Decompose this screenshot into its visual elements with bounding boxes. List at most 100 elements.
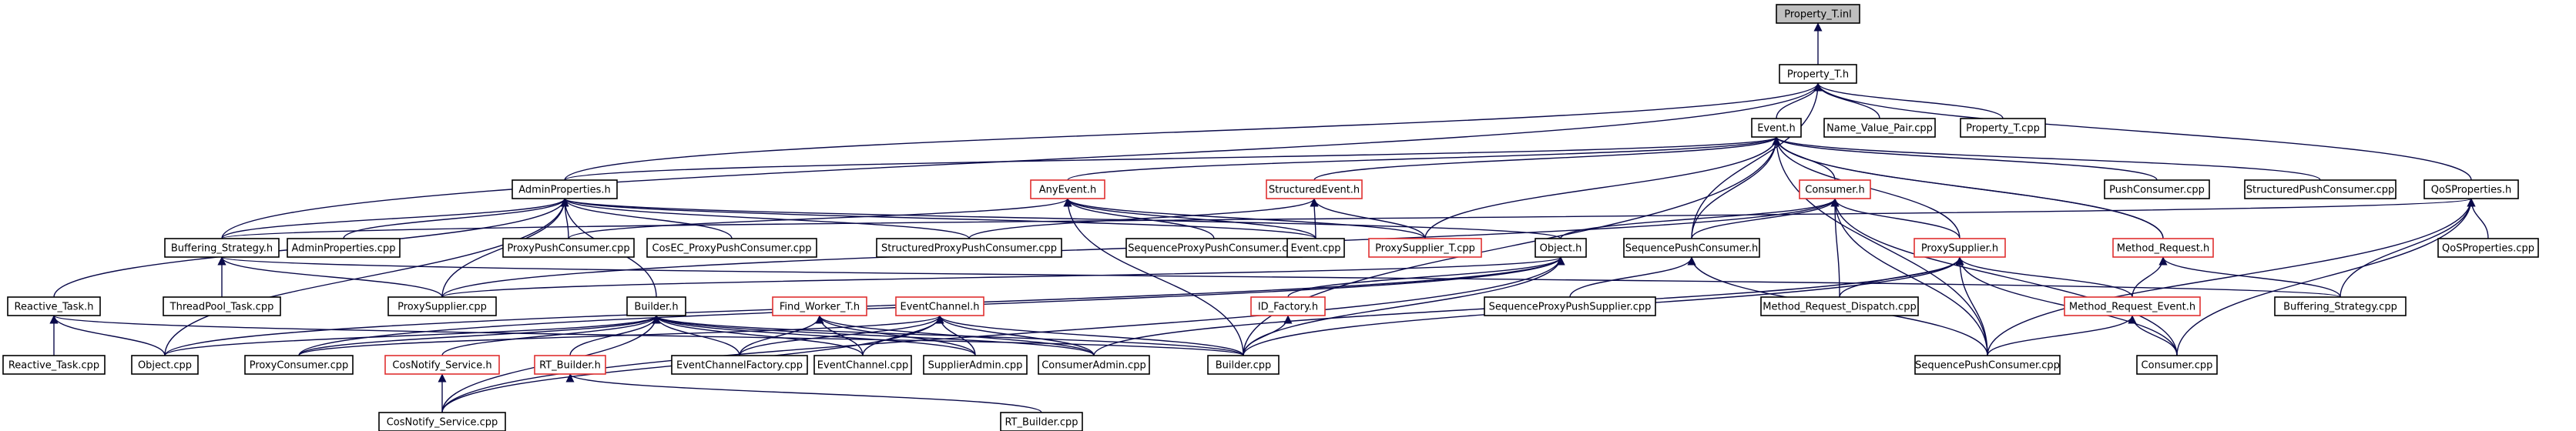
file-node-label: Builder.h: [634, 302, 678, 313]
dependency-edge: [1955, 256, 1988, 356]
dependency-edge: [568, 198, 1072, 239]
file-node-eccpp[interactable]: EventChannel.cpp: [813, 355, 912, 375]
file-node-label: SequenceProxyPushSupplier.cpp: [1489, 302, 1652, 313]
dependency-edge: [815, 315, 976, 356]
file-node-idfh[interactable]: ID_Factory.h: [1250, 296, 1326, 316]
file-node-tptcpp[interactable]: ThreadPool_Task.cpp: [163, 296, 281, 316]
file-node-nvp[interactable]: Name_Value_Pair.cpp: [1823, 118, 1936, 138]
dependency-edge: [1955, 256, 2133, 298]
file-node-pushcons[interactable]: PushConsumer.cpp: [2104, 179, 2210, 199]
file-node-bscpp[interactable]: Buffering_Strategy.cpp: [2274, 296, 2407, 316]
file-node-buildercpp[interactable]: Builder.cpp: [1207, 355, 1280, 375]
file-node-mreh[interactable]: Method_Request_Event.h: [2064, 296, 2201, 316]
file-node-ppc[interactable]: ProxyPushConsumer.cpp: [502, 238, 635, 258]
file-node-reacth[interactable]: Reactive_Task.h: [7, 296, 101, 316]
file-node-box: [378, 412, 506, 431]
dependency-edge: [560, 198, 1317, 239]
file-node-sevh[interactable]: StructuredEvent.h: [1266, 179, 1363, 199]
file-node-cosnscpp[interactable]: CosNotify_Service.cpp: [378, 412, 506, 431]
dependency-edge: [1813, 82, 2004, 119]
file-node-ptinl[interactable]: Property_T.inl: [1776, 4, 1860, 24]
file-node-conscpp[interactable]: Consumer.cpp: [2136, 355, 2218, 375]
file-node-rtbh[interactable]: RT_Builder.h: [534, 355, 606, 375]
file-node-label: Property_T.cpp: [1966, 123, 2040, 135]
dependency-edge: [221, 198, 2475, 239]
file-node-pscpp[interactable]: ProxySupplier.cpp: [387, 296, 497, 316]
file-node-eventcpp[interactable]: Event.cpp: [1286, 238, 1345, 258]
file-node-box: [502, 238, 635, 258]
file-node-sppc[interactable]: StructuredProxyPushConsumer.cpp: [876, 238, 1062, 258]
file-node-psh[interactable]: ProxySupplier.h: [1914, 238, 2006, 258]
dependency-edge: [1772, 136, 2321, 181]
file-node-reactcpp[interactable]: Reactive_Task.cpp: [2, 355, 106, 375]
file-node-consh[interactable]: Consumer.h: [1799, 179, 1871, 199]
file-node-pstcpp[interactable]: ProxySupplier_T.cpp: [1368, 238, 1482, 258]
file-node-mrh[interactable]: Method_Request.h: [2112, 238, 2214, 258]
file-node-ecfcpp[interactable]: EventChannelFactory.cpp: [671, 355, 808, 375]
file-node-admincpp[interactable]: AdminProperties.cpp: [287, 238, 401, 258]
file-node-ech[interactable]: EventChannel.h: [895, 296, 984, 316]
file-node-box: [384, 355, 500, 375]
dependency-edge: [652, 315, 864, 356]
file-node-objcpp[interactable]: Object.cpp: [131, 355, 199, 375]
file-node-buffh[interactable]: Buffering_Strategy.h: [164, 238, 280, 258]
dependency-edge: [1560, 198, 1840, 239]
file-node-label: SequencePushConsumer.h: [1625, 243, 1758, 255]
file-node-seqpccpp[interactable]: SequencePushConsumer.cpp: [1914, 355, 2061, 375]
file-node-label: Buffering_Strategy.h: [171, 243, 273, 255]
file-node-box: [2274, 296, 2407, 316]
file-node-qoscpp[interactable]: QoSProperties.cpp: [2437, 238, 2539, 258]
dependency-edge: [298, 315, 661, 356]
file-node-box: [1914, 238, 2006, 258]
file-node-seqpch[interactable]: SequencePushConsumer.h: [1623, 238, 1760, 258]
file-node-rtbcpp[interactable]: RT_Builder.cpp: [1000, 412, 1083, 431]
dependency-edge: [1813, 82, 1880, 119]
file-node-mrdcpp[interactable]: Method_Request_Dispatch.cpp: [1760, 296, 1919, 316]
dependency-edge: [1063, 198, 1317, 239]
dependency-edge: [1243, 256, 1565, 356]
file-node-box: [646, 238, 817, 258]
file-node-adminh[interactable]: AdminProperties.h: [512, 179, 618, 199]
dependency-edge: [1987, 315, 2137, 356]
dependency-edge: [343, 198, 569, 239]
file-node-pth[interactable]: Property_T.h: [1779, 64, 1857, 84]
file-node-label: CosEC_ProxyPushConsumer.cpp: [652, 243, 812, 255]
file-node-spushcons[interactable]: StructuredPushConsumer.cpp: [2244, 179, 2397, 199]
file-node-cosec[interactable]: CosEC_ProxyPushConsumer.cpp: [646, 238, 817, 258]
file-node-objh[interactable]: Object.h: [1535, 238, 1587, 258]
dependency-edge: [1772, 136, 2164, 239]
file-node-box: [1250, 296, 1326, 316]
file-node-label: Find_Worker_T.h: [780, 302, 860, 313]
file-node-anyevh[interactable]: AnyEvent.h: [1030, 179, 1105, 199]
file-node-box: [2112, 238, 2214, 258]
file-node-label: SequenceProxyPushConsumer.cpp: [1128, 243, 1300, 255]
file-node-label: AnyEvent.h: [1039, 185, 1096, 196]
dependency-edge: [565, 373, 1042, 413]
file-node-pccpp[interactable]: ProxyConsumer.cpp: [244, 355, 354, 375]
file-node-sacpp[interactable]: SupplierAdmin.cpp: [923, 355, 1028, 375]
file-node-cacpp[interactable]: ConsumerAdmin.cpp: [1038, 355, 1150, 375]
file-node-label: Object.h: [1540, 243, 1582, 255]
file-node-box: [1623, 238, 1760, 258]
file-node-box: [2244, 179, 2397, 199]
file-node-qosh[interactable]: QoSProperties.h: [2423, 179, 2519, 199]
file-node-box: [287, 238, 401, 258]
file-node-builderh[interactable]: Builder.h: [626, 296, 686, 316]
file-node-box: [1266, 179, 1363, 199]
file-node-ptcpp[interactable]: Property_T.cpp: [1960, 118, 2046, 138]
dependency-edge: [935, 315, 1095, 356]
dependency-edge: [1987, 198, 2476, 356]
file-node-box: [772, 296, 867, 316]
file-node-box: [1030, 179, 1105, 199]
file-node-box: [164, 238, 280, 258]
dependency-edge: [560, 198, 970, 239]
file-node-seqppc[interactable]: SequenceProxyPushConsumer.cpp: [1125, 238, 1303, 258]
file-node-cosnsh[interactable]: CosNotify_Service.h: [384, 355, 500, 375]
dependency-edge: [217, 256, 443, 298]
file-node-seqpscpp[interactable]: SequenceProxyPushSupplier.cpp: [1484, 296, 1656, 316]
file-node-fwth[interactable]: Find_Worker_T.h: [772, 296, 867, 316]
file-node-eventh[interactable]: Event.h: [1751, 118, 1802, 138]
dependency-edge: [441, 256, 1565, 413]
dependency-edge: [1830, 198, 1961, 239]
